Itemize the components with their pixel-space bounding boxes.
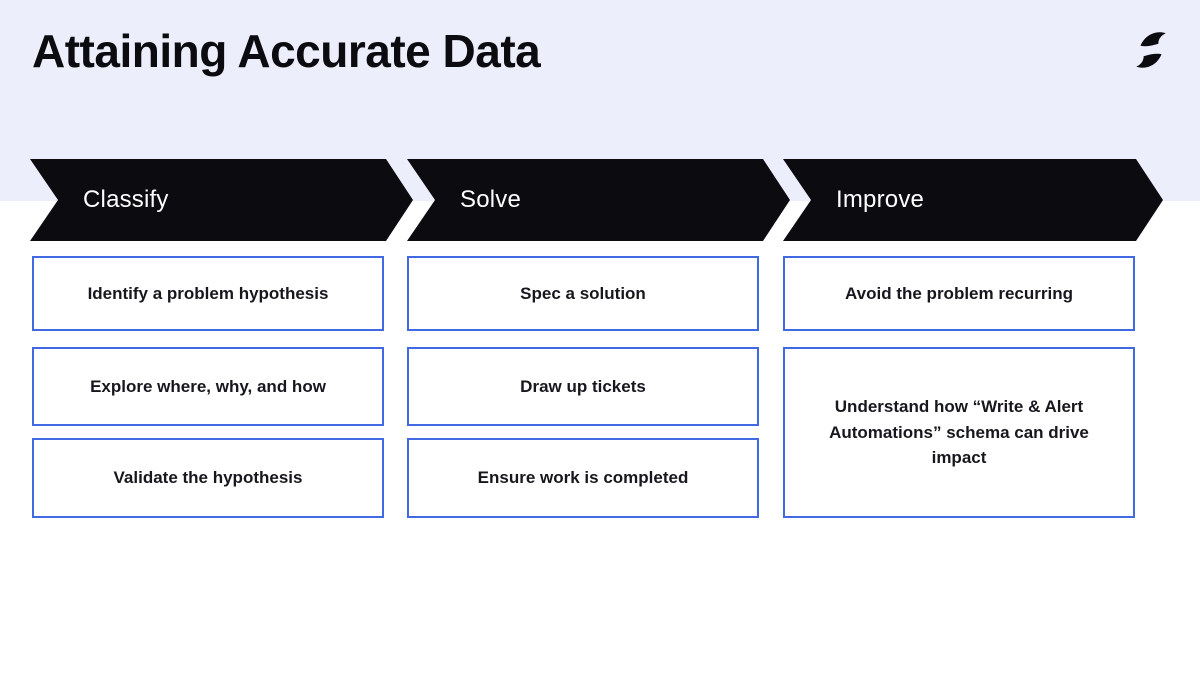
step-card-draw-tickets: Draw up tickets (407, 347, 759, 426)
stage-label-classify: Classify (83, 186, 169, 213)
step-text: Draw up tickets (520, 376, 646, 396)
step-text: Explore where, why, and how (90, 376, 326, 396)
step-text: Spec a solution (520, 283, 646, 303)
step-text: Identify a problem hypothesis (87, 283, 329, 303)
brand-logo-icon (1131, 29, 1171, 71)
step-text: Validate the hypothesis (113, 468, 303, 488)
stage-arrow-improve: Improve (783, 159, 1163, 241)
step-text: Ensure work is completed (477, 468, 689, 488)
step-card-understand-schema: Understand how “Write & Alert Automation… (783, 347, 1135, 518)
step-card-validate: Validate the hypothesis (32, 438, 384, 518)
step-card-avoid-recurring: Avoid the problem recurring (783, 256, 1135, 331)
step-card-ensure-work: Ensure work is completed (407, 438, 759, 518)
step-card-identify-problem: Identify a problem hypothesis (32, 256, 384, 331)
stage-label-solve: Solve (460, 186, 522, 213)
step-card-spec-solution: Spec a solution (407, 256, 759, 331)
step-text: Understand how “Write & Alert Automation… (829, 397, 1089, 468)
stage-arrow-classify: Classify (30, 159, 413, 241)
stage-arrow-solve: Solve (407, 159, 790, 241)
page-title: Attaining Accurate Data (32, 25, 541, 77)
step-card-explore: Explore where, why, and how (32, 347, 384, 426)
step-text: Avoid the problem recurring (845, 283, 1073, 303)
stage-label-improve: Improve (836, 186, 925, 213)
